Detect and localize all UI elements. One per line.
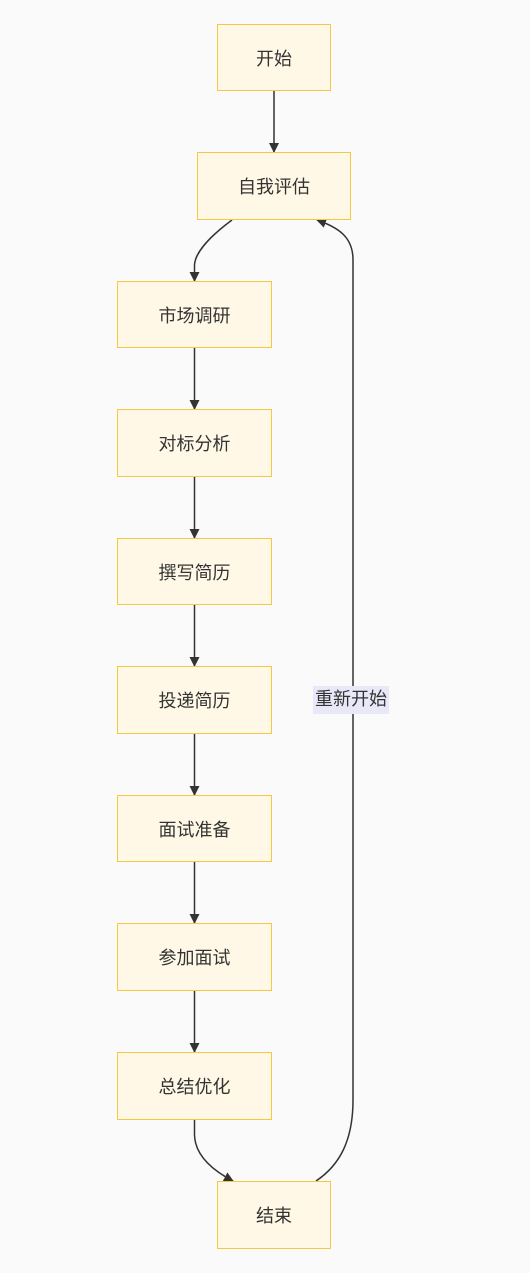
node-benchmark: 对标分析 xyxy=(117,409,272,477)
node-start: 开始 xyxy=(217,24,331,91)
node-submit-resume-label: 投递简历 xyxy=(158,691,231,712)
node-start-label: 开始 xyxy=(256,48,292,70)
node-self-eval: 自我评估 xyxy=(197,152,351,220)
node-write-resume: 撰写简历 xyxy=(117,538,272,605)
node-summarize: 总结优化 xyxy=(117,1052,272,1120)
edge-label-restart: 重新开始 xyxy=(313,686,389,714)
edge-self-eval-to-market-research xyxy=(189,219,233,282)
node-benchmark-label: 对标分析 xyxy=(158,434,231,455)
node-interview-prep: 面试准备 xyxy=(117,795,272,862)
edge-end-to-self-eval-restart xyxy=(315,218,354,1182)
node-write-resume-label: 撰写简历 xyxy=(158,562,231,584)
node-summarize-label: 总结优化 xyxy=(158,1077,231,1098)
node-market-research-label: 市场调研 xyxy=(158,305,231,327)
node-interview-prep-label: 面试准备 xyxy=(158,819,231,841)
node-end: 结束 xyxy=(217,1181,331,1249)
edge-summarize-to-end xyxy=(193,1120,234,1182)
node-attend-interview: 参加面试 xyxy=(117,923,272,991)
node-submit-resume: 投递简历 xyxy=(117,666,272,734)
node-attend-interview-label: 参加面试 xyxy=(158,948,231,969)
node-end-label: 结束 xyxy=(256,1206,292,1227)
node-market-research: 市场调研 xyxy=(117,281,272,348)
node-self-eval-label: 自我评估 xyxy=(238,177,310,198)
